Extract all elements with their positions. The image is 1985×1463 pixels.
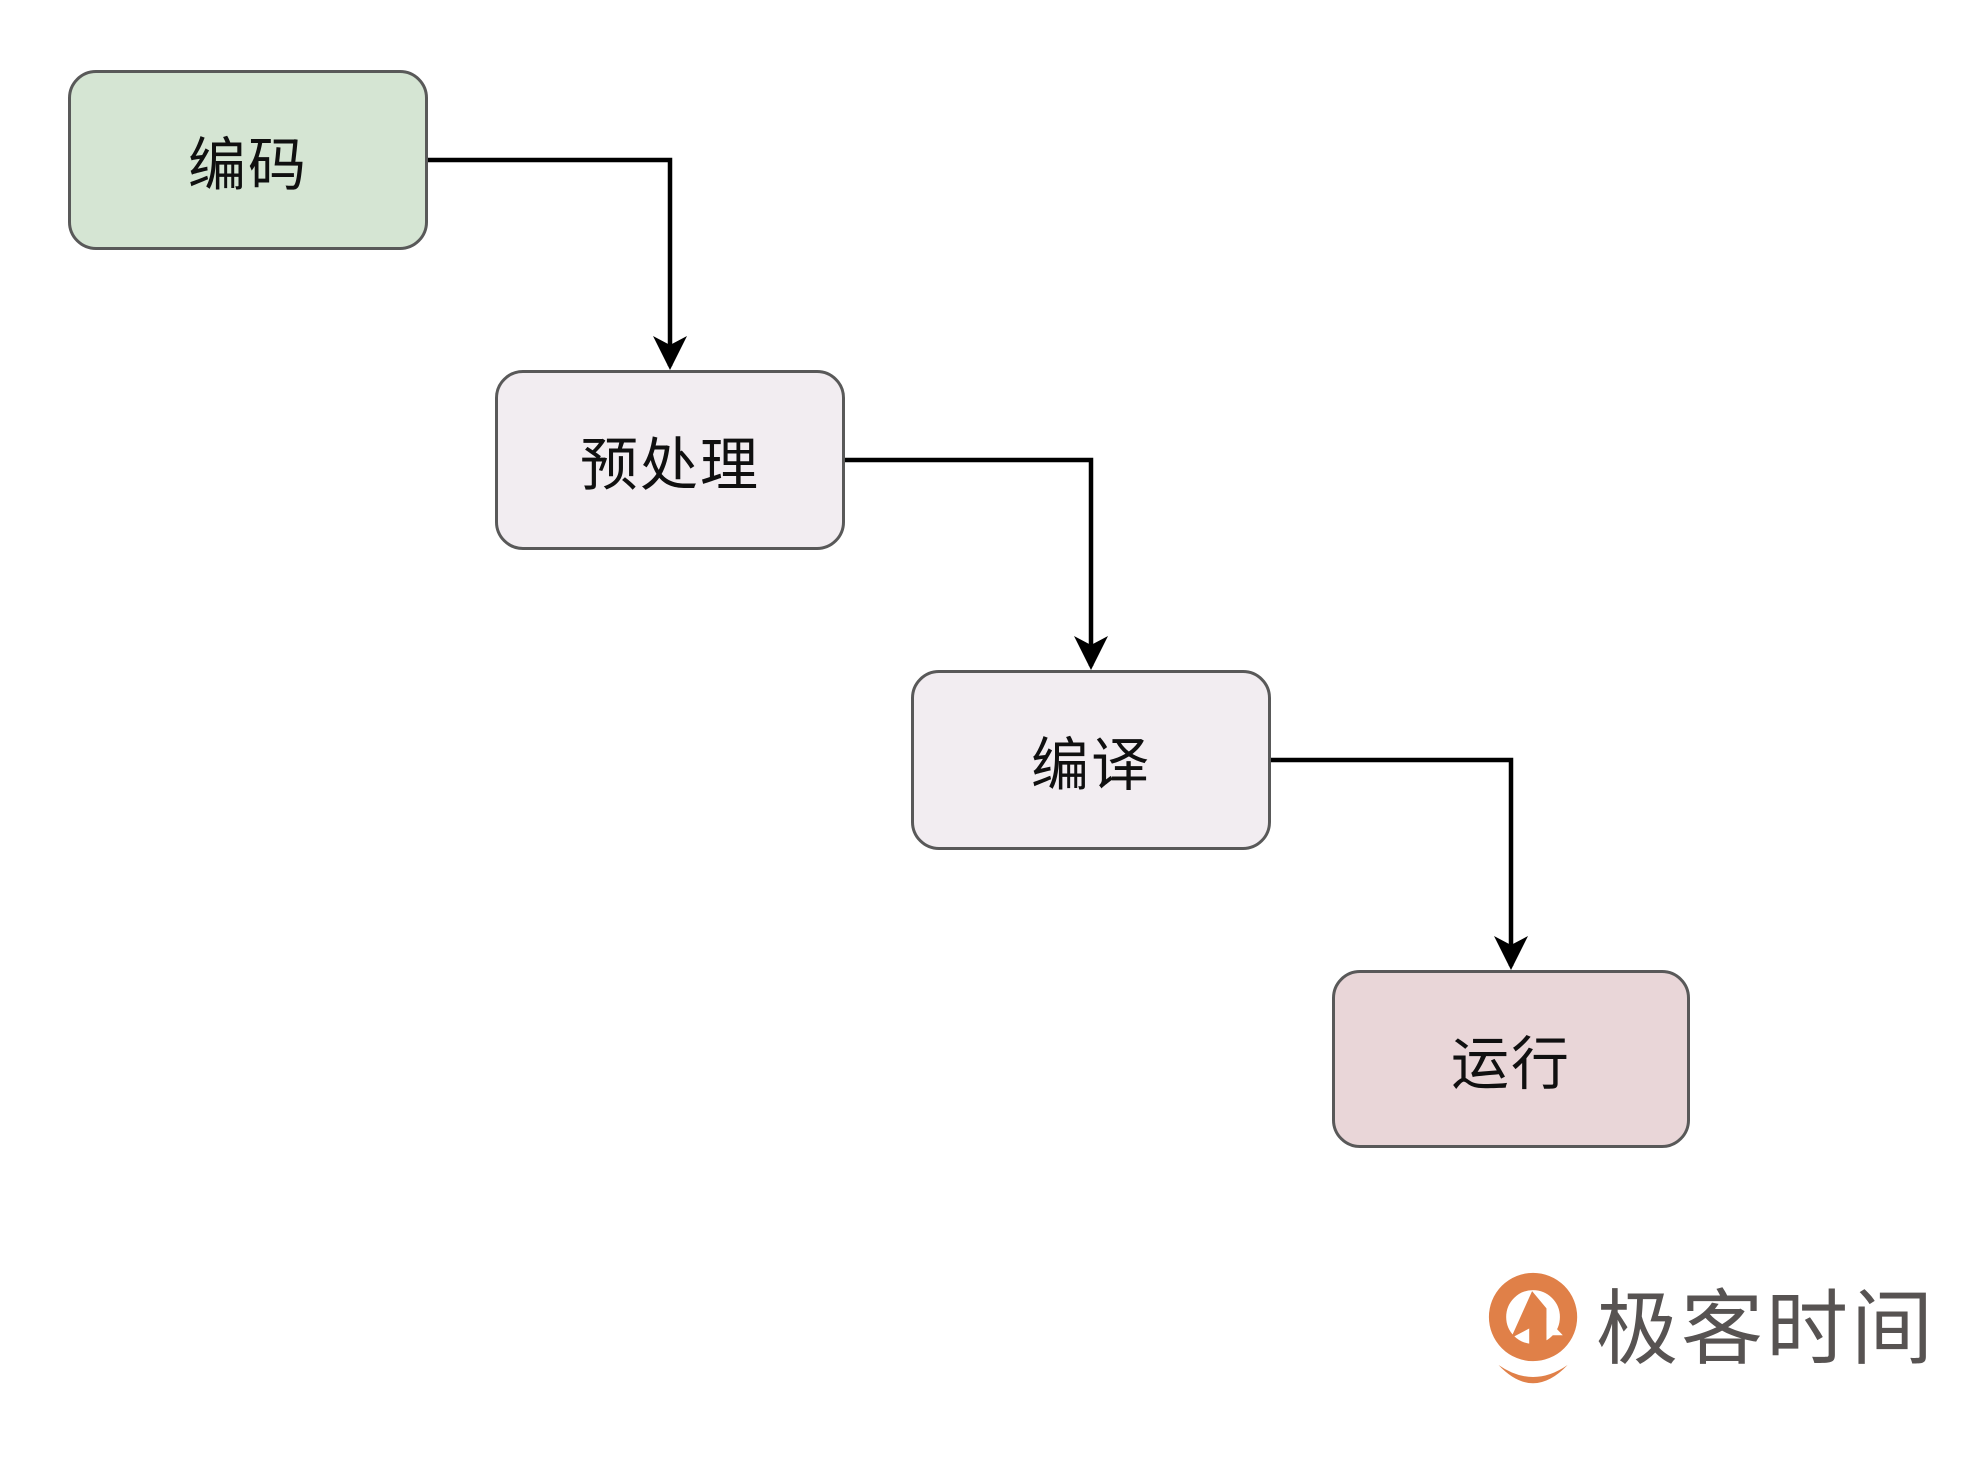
arrow-compile-to-run	[1271, 757, 1528, 970]
flow-node-coding-label: 编码	[187, 133, 308, 198]
brand-logo: 极客时间	[1486, 1270, 1936, 1388]
flow-node-coding: 编码	[68, 70, 428, 250]
flow-node-preprocessing: 预处理	[495, 370, 845, 550]
flow-node-run-label: 运行	[1450, 1032, 1571, 1097]
arrow-preprocessing-to-compile	[845, 457, 1108, 670]
flow-node-run: 运行	[1332, 970, 1690, 1148]
flow-node-compile: 编译	[911, 670, 1271, 850]
geektime-q-icon	[1488, 1272, 1578, 1384]
flow-node-preprocessing-label: 预处理	[579, 433, 760, 498]
flow-node-compile-label: 编译	[1030, 733, 1151, 798]
arrow-coding-to-preprocessing	[428, 157, 687, 370]
brand-logo-text: 极客时间	[1596, 1284, 1937, 1375]
